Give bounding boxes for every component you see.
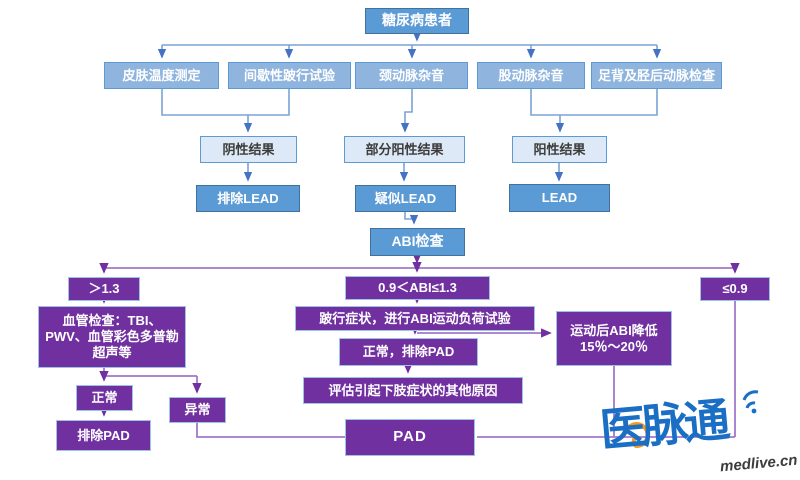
node-abi-le-0-9: ≤0.9 xyxy=(700,277,770,301)
node-negative-result: 阴性结果 xyxy=(200,136,297,163)
node-normal-exclude-pad: 正常，排除PAD xyxy=(339,338,478,366)
medlive-logo: 医脉通 medlive.cn xyxy=(596,384,799,476)
node-exclude-pad: 排除PAD xyxy=(56,420,151,451)
node-pad: PAD xyxy=(345,419,475,456)
node-exclude-lead: 排除LEAD xyxy=(196,185,300,212)
node-abi-exam: ABI检查 xyxy=(370,228,465,256)
medlive-logo-brand-text: 医脉通 xyxy=(597,393,729,457)
node-post-exercise-abi-drop: 运动后ABI降低15％～20％ xyxy=(556,311,672,366)
node-abi-gt-1-3: ＞1.3 xyxy=(68,277,140,301)
node-lead: LEAD xyxy=(509,184,610,212)
node-diabetes-patient: 糖尿病患者 xyxy=(365,8,469,34)
node-carotid-bruit: 颈动脉杂音 xyxy=(355,62,468,89)
node-femoral-bruit: 股动脉杂音 xyxy=(477,62,585,89)
node-intermittent-claudication-test: 间歇性跛行试验 xyxy=(228,62,351,89)
node-suspected-lead: 疑似LEAD xyxy=(355,185,456,212)
medlive-logo-decoration xyxy=(624,390,759,448)
node-normal: 正常 xyxy=(76,385,133,411)
node-vascular-exams: 血管检查：TBI、PWV、血管彩色多普勒超声等 xyxy=(38,306,186,368)
node-partial-positive-result: 部分阳性结果 xyxy=(344,136,465,163)
node-foot-artery-exam: 足背及胫后动脉检查 xyxy=(591,62,722,89)
node-positive-result: 阳性结果 xyxy=(512,136,607,163)
node-abi-0-9-to-1-3: 0.9＜ABI≤1.3 xyxy=(345,276,490,300)
node-abnormal: 异常 xyxy=(169,397,226,423)
node-evaluate-other-causes: 评估引起下肢症状的其他原因 xyxy=(303,377,523,404)
node-claudication-abi-stress-test: 跛行症状，进行ABI运动负荷试验 xyxy=(295,306,535,331)
node-skin-temperature-test: 皮肤温度测定 xyxy=(104,62,219,89)
